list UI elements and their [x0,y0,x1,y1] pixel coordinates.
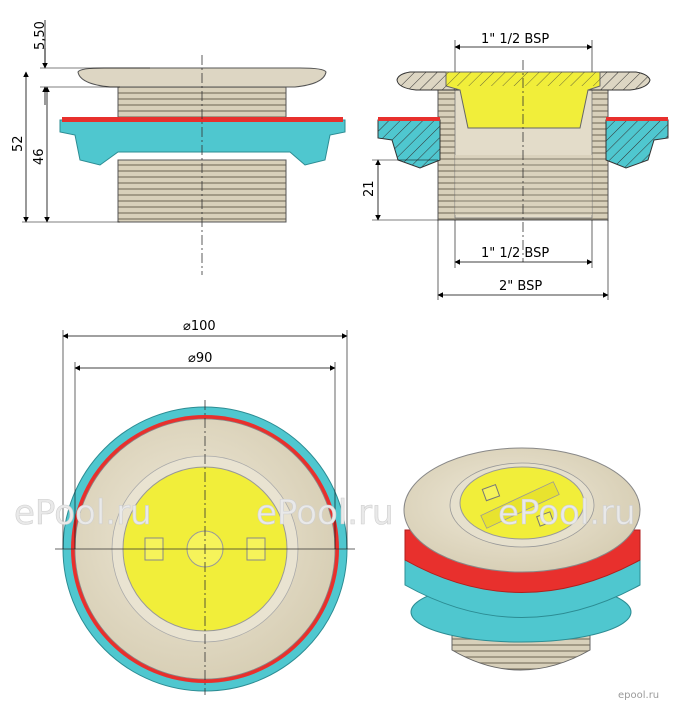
dim-outer-thread: 2" BSP [499,279,542,294]
dim-outer-diameter: ⌀100 [183,319,216,334]
side-red-gasket [62,117,343,122]
section-view: 1" 1/2 BSP 1" 1/2 BSP 2" BSP 21 [362,32,669,300]
dim-total-height: 52 [11,135,26,152]
watermark-3: ePool.ru [498,493,636,533]
top-view: ⌀100 ⌀90 [55,319,355,695]
dim-inner-diameter: ⌀90 [188,351,212,366]
dim-inner-thread-bottom: 1" 1/2 BSP [481,246,549,261]
dim-inner-thread-top: 1" 1/2 BSP [481,32,549,47]
dim-body-height: 46 [32,148,47,165]
dim-flange-height: 5,50 [33,21,48,50]
side-view: 5,50 52 46 [11,20,346,275]
dim-thread-length: 21 [362,180,377,197]
logo: epool.ru [618,690,659,701]
watermark-1: ePool.ru [14,493,152,533]
side-cyan-ring [59,119,346,166]
iso-view [403,447,641,671]
watermark-2: ePool.ru [256,493,394,533]
